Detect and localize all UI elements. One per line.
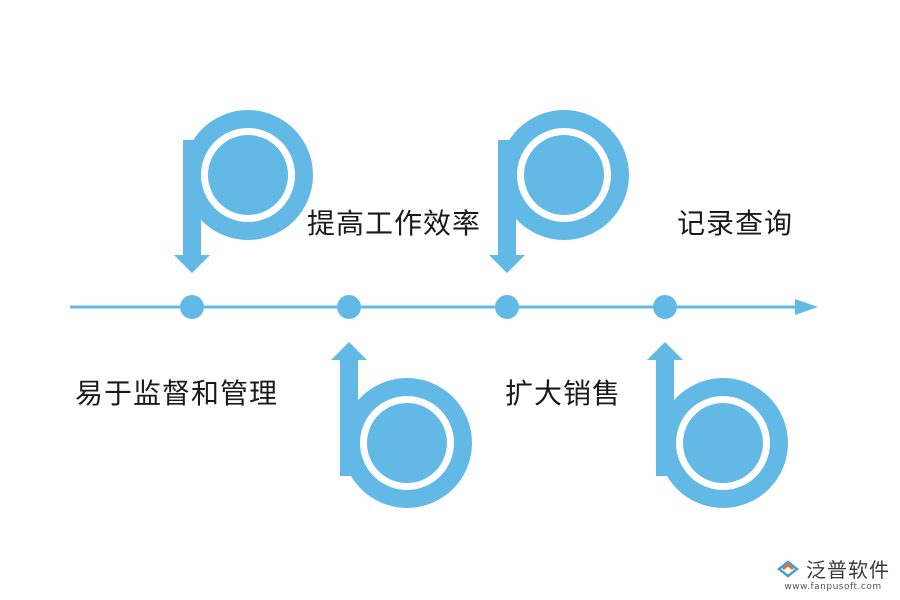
timeline-node bbox=[337, 295, 361, 319]
timeline-arrowhead bbox=[795, 299, 818, 315]
timeline-node bbox=[653, 295, 677, 319]
fanpu-logo-icon bbox=[776, 559, 800, 578]
brand-name: 泛普软件 bbox=[806, 558, 890, 582]
step-label: 记录查询 bbox=[677, 207, 794, 240]
p-shape-down-arrow-icon bbox=[489, 110, 629, 273]
step-label: 提高工作效率 bbox=[307, 207, 482, 240]
p-shape-down-arrow-icon bbox=[174, 110, 313, 273]
brand-watermark: 泛普软件 www.fanpusoft.com bbox=[776, 554, 890, 592]
b-shape-up-arrow-icon bbox=[331, 342, 472, 508]
brand-url: www.fanpusoft.com bbox=[784, 582, 882, 592]
step-label: 易于监督和管理 bbox=[75, 377, 279, 410]
step-label: 扩大销售 bbox=[505, 377, 622, 410]
timeline-node bbox=[495, 295, 519, 319]
b-shape-up-arrow-icon bbox=[647, 342, 788, 508]
timeline-node bbox=[180, 295, 204, 319]
